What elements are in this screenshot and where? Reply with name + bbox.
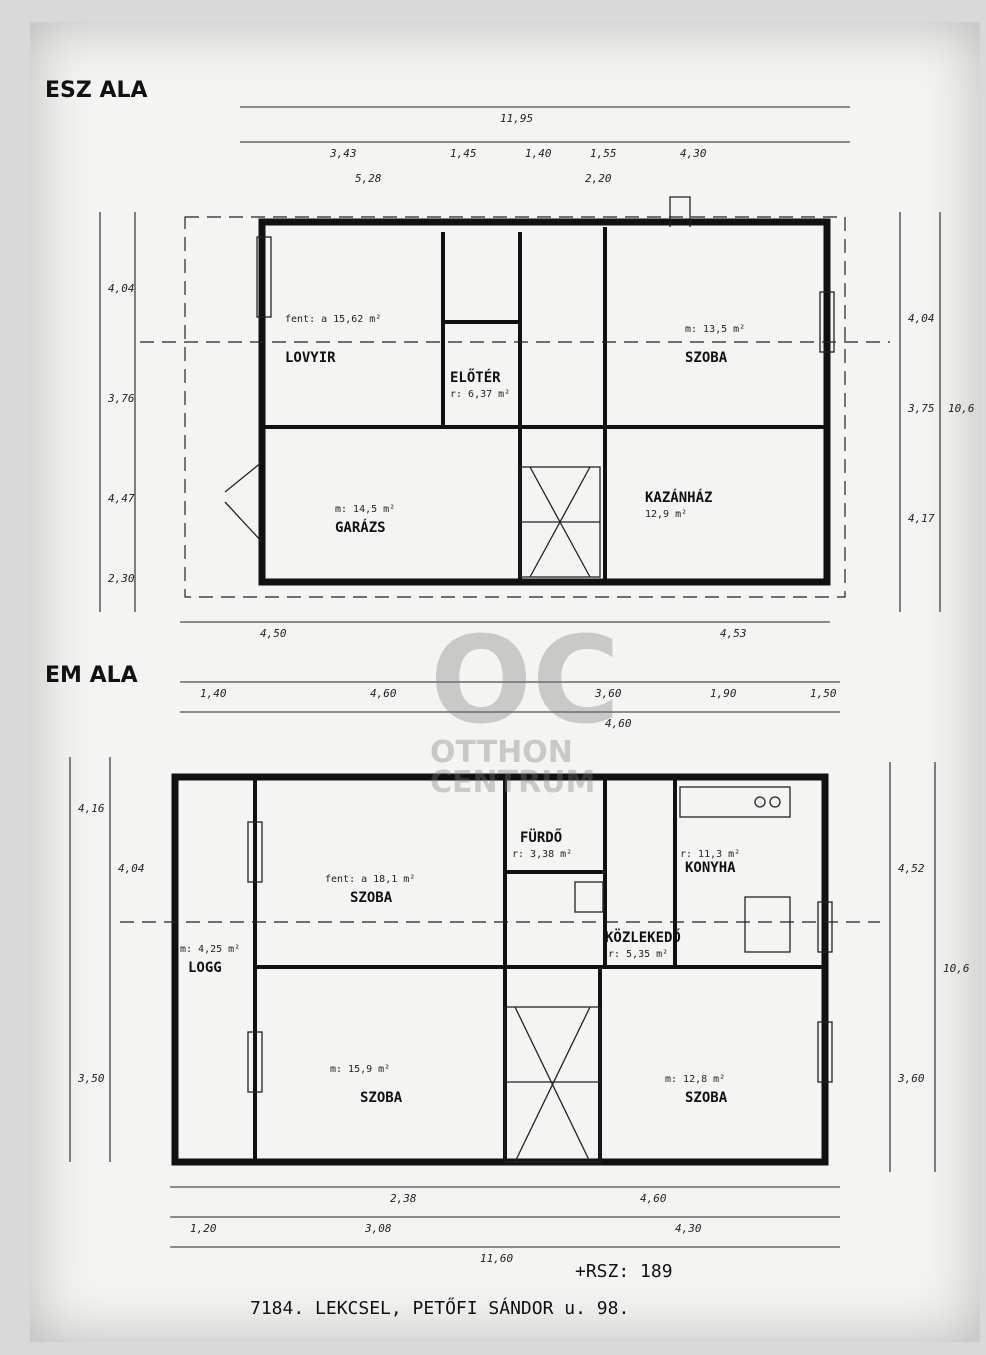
upper-dim: 4,47 xyxy=(108,492,135,505)
ground-dim: 10,6 xyxy=(943,962,970,975)
upper-room-name: LOVYIR xyxy=(285,350,336,366)
ground-dim: 3,60 xyxy=(594,687,622,700)
ground-floor-label: EM ALA xyxy=(45,663,138,688)
ground-dim: 1,90 xyxy=(710,687,737,700)
watermark-logo: OC xyxy=(430,612,620,751)
upper-dim: 4,04 xyxy=(108,282,135,295)
ground-dim: 3,60 xyxy=(897,1072,925,1085)
otthon-centrum-watermark: OC OTTHON CENTRUM xyxy=(430,612,620,800)
ground-outer-wall xyxy=(171,773,829,1166)
ground-room-note: r: 5,35 m² xyxy=(608,949,668,960)
ground-dim: 4,60 xyxy=(605,717,632,730)
upper-dim: 3,76 xyxy=(107,392,135,405)
ground-room-note: r: 11,3 m² xyxy=(680,849,740,860)
upper-room-name: KAZÁNHÁZ xyxy=(645,489,712,506)
ground-room-note: m: 4,25 m² xyxy=(180,944,240,955)
ground-room-note: fent: a 18,1 m² xyxy=(325,874,415,885)
ground-room-note: r: 3,38 m² xyxy=(512,849,572,860)
ground-room-name: SZOBA xyxy=(350,890,393,906)
ground-room-name: SZOBA xyxy=(685,1090,728,1106)
upper-dim: 1,40 xyxy=(525,147,552,160)
ground-room-name: KONYHA xyxy=(685,860,736,876)
ground-dim: 2,38 xyxy=(390,1192,417,1205)
upper-room-note: r: 6,37 m² xyxy=(450,389,510,400)
ground-dim: 4,60 xyxy=(370,687,397,700)
upper-outer-wall xyxy=(258,218,831,586)
ground-room-name: FÜRDŐ xyxy=(520,828,562,846)
ground-room-name: LOGG xyxy=(188,960,222,976)
upper-roof-outline xyxy=(184,216,846,598)
upper-dim: 1,55 xyxy=(590,147,617,160)
footer-parcel-number: +RSZ: 189 xyxy=(575,1261,673,1282)
ground-dim: 4,52 xyxy=(898,862,925,875)
upper-floor-plan: LOVYIR fent: a 15,62 m² ELŐTÉR r: 6,37 m… xyxy=(45,78,975,640)
ground-dim: 11,60 xyxy=(480,1252,513,1265)
plan-sheet: LOVYIR fent: a 15,62 m² ELŐTÉR r: 6,37 m… xyxy=(30,22,980,1342)
upper-floor-label: ESZ ALA xyxy=(45,78,148,103)
upper-dim: 3,75 xyxy=(907,402,935,415)
ground-dim: 4,60 xyxy=(640,1192,667,1205)
upper-room-note: m: 13,5 m² xyxy=(685,324,745,335)
floor-plan-drawing: LOVYIR fent: a 15,62 m² ELŐTÉR r: 6,37 m… xyxy=(45,78,975,1319)
upper-room-note: 12,9 m² xyxy=(645,509,687,520)
ground-room-note: m: 12,8 m² xyxy=(665,1074,725,1085)
upper-dim: 4,04 xyxy=(908,312,935,325)
ground-dim: 4,16 xyxy=(78,802,105,815)
watermark-line1: OTTHON xyxy=(430,735,573,770)
upper-room-name: ELŐTÉR xyxy=(450,368,501,386)
ground-room-note: m: 15,9 m² xyxy=(330,1064,390,1075)
ground-dim: 1,50 xyxy=(810,687,837,700)
ground-floor-plan: SZOBA fent: a 18,1 m² FÜRDŐ r: 3,38 m² K… xyxy=(45,663,970,1265)
ground-dim: 3,50 xyxy=(77,1072,105,1085)
upper-room-note: fent: a 15,62 m² xyxy=(285,314,381,325)
ground-dim: 1,40 xyxy=(200,687,227,700)
upper-dim: 2,30 xyxy=(108,572,135,585)
upper-dim: 4,30 xyxy=(680,147,707,160)
ground-room-name: SZOBA xyxy=(360,1090,403,1106)
upper-dim: 4,17 xyxy=(908,512,935,525)
upper-dim: 11,95 xyxy=(500,112,533,125)
watermark-line2: CENTRUM xyxy=(430,765,595,800)
upper-room-name: SZOBA xyxy=(685,350,728,366)
upper-dim: 10,6 xyxy=(948,402,975,415)
upper-dim: 2,20 xyxy=(585,172,612,185)
ground-dim: 4,30 xyxy=(675,1222,702,1235)
ground-room-name: KÖZLEKEDŐ xyxy=(605,928,681,946)
upper-dim: 5,28 xyxy=(355,172,382,185)
upper-dim: 1,45 xyxy=(450,147,477,160)
footer-address: 7184. LEKCSEL, PETŐFI SÁNDOR u. 98. xyxy=(250,1297,629,1319)
ground-dim: 3,08 xyxy=(364,1222,392,1235)
upper-dim: 3,43 xyxy=(329,147,357,160)
ground-dim: 4,04 xyxy=(118,862,145,875)
upper-dim: 4,50 xyxy=(260,627,287,640)
upper-dim: 4,53 xyxy=(720,627,747,640)
upper-room-note: m: 14,5 m² xyxy=(335,504,395,515)
upper-room-name: GARÁZS xyxy=(335,519,386,536)
ground-dim: 1,20 xyxy=(190,1222,217,1235)
